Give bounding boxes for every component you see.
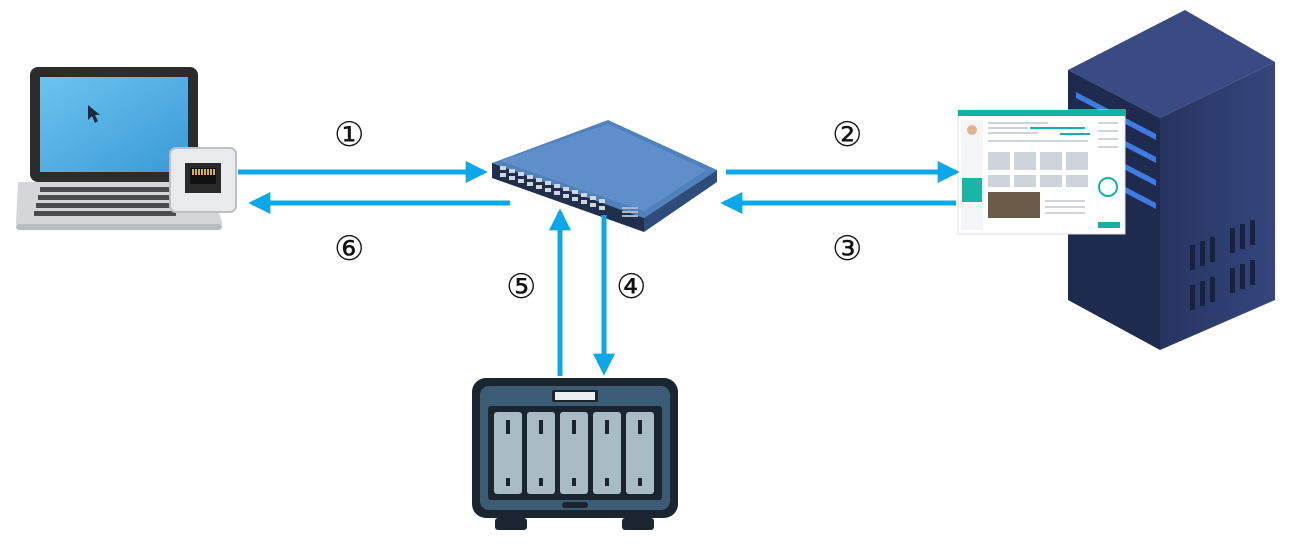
step-label-6: ⑥ [334,229,364,269]
ethernet-port-icon [169,147,237,213]
network-switch-icon [492,120,717,232]
step-label-5: ⑤ [506,267,536,307]
step-label-2: ② [832,115,862,155]
step-label-3: ③ [832,229,862,269]
laptop-icon [16,67,237,230]
step-label-4: ④ [616,267,646,307]
step-label-1: ① [334,115,364,155]
nas-storage-icon [472,378,678,530]
web-app-screenshot [957,109,1126,235]
